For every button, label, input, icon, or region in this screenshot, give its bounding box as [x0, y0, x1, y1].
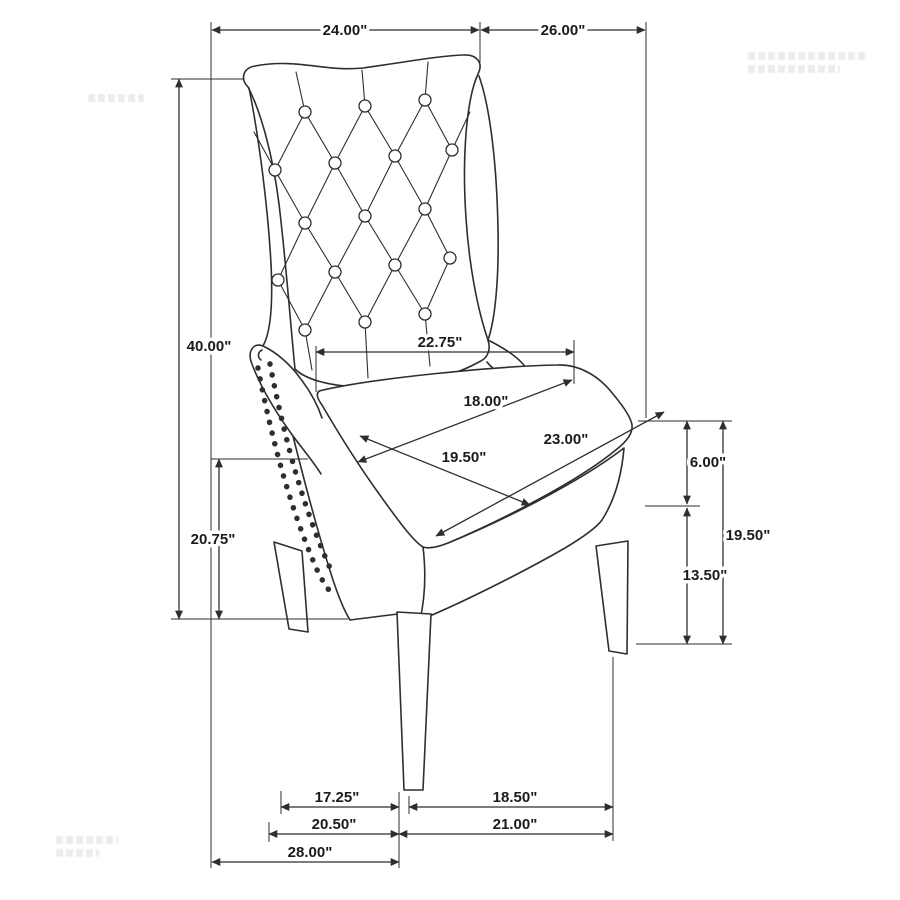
back-left-leg — [273, 541, 309, 633]
right-leg — [595, 540, 629, 655]
label-overall-height: 40.00" — [187, 338, 232, 355]
dimension-labels: 24.00" 26.00" 40.00" 20.75" 22.75" 18.00… — [183, 19, 774, 865]
watermark-bottom-left — [56, 836, 118, 862]
left-wing-arm — [248, 87, 351, 621]
label-seat-depth: 18.00" — [464, 393, 509, 410]
tufting-lines — [253, 61, 471, 379]
nailhead-trim-inner — [267, 361, 333, 571]
watermark-top-right — [748, 52, 866, 78]
label-back-width: 22.75" — [418, 334, 463, 351]
dimline-seat-diagonal — [435, 411, 665, 537]
label-seat-width: 19.50" — [442, 449, 487, 466]
watermark-left — [88, 94, 144, 107]
label-seat-diagonal: 23.00" — [544, 431, 589, 448]
label-front-base-width: 20.50" — [312, 816, 357, 833]
chair-illustration — [242, 54, 633, 791]
dimension-lines — [175, 26, 727, 866]
label-front-top-depth: 26.00" — [541, 22, 586, 39]
front-leg — [396, 611, 432, 791]
label-overall-depth: 28.00" — [288, 844, 333, 861]
label-leg-height: 13.50" — [683, 567, 728, 584]
label-back-top-width: 24.00" — [323, 22, 368, 39]
label-side-base-depth: 21.00" — [493, 816, 538, 833]
label-arm-height: 20.75" — [191, 531, 236, 548]
tufting-buttons — [268, 93, 459, 337]
label-side-leg-spacing: 18.50" — [493, 789, 538, 806]
skirt-underline — [349, 613, 399, 621]
label-front-leg-spacing: 17.25" — [315, 789, 360, 806]
label-cushion-thickness: 6.00" — [690, 454, 726, 471]
label-seat-height: 19.50" — [726, 527, 771, 544]
